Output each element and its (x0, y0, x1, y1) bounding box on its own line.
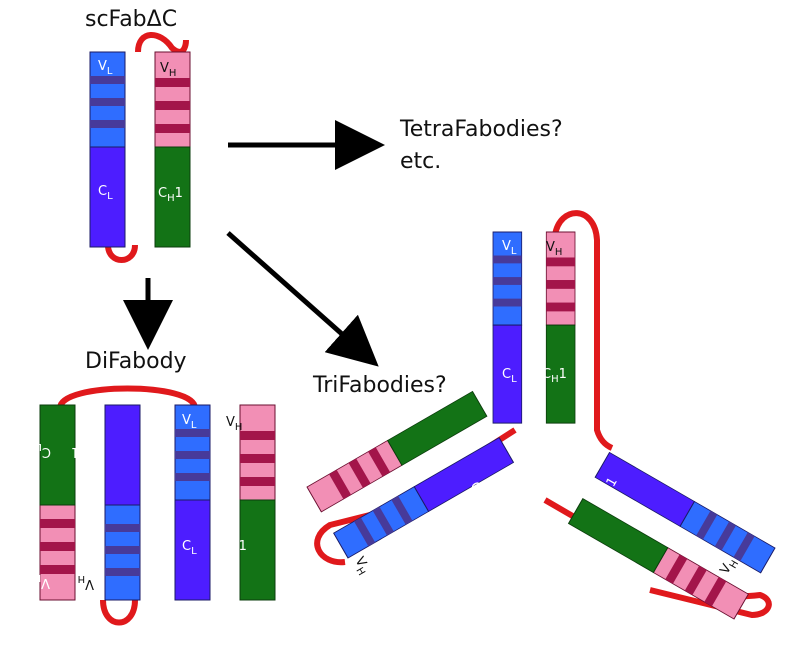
arrows (123, 120, 385, 367)
difabody-title: DiFabody (85, 349, 187, 374)
scfab-linker (135, 32, 189, 55)
trifabodies-label: TriFabodies? (312, 373, 447, 398)
trifab-right-cl-label: CL (618, 436, 641, 458)
trifab-left-vl-label: VL (369, 595, 392, 617)
trifab-left-cl-label: CL (486, 530, 509, 552)
difabody-construct: CL CH1 VL VH VL VH CL CH1 (35, 385, 276, 626)
trifabody-construct: VL VH CL CH1 CH1 CL VH VL CL CH1 VL VH (306, 210, 776, 620)
scfab-ch1-label: CH1 (158, 186, 183, 204)
scfab-title: scFabΔC (85, 7, 177, 32)
difab-right-ch1-label: CH1 (222, 539, 247, 557)
difab-left-ch1-label: CH1 (71, 441, 96, 459)
trifab-left-vh-label: VH (349, 555, 373, 578)
difab-left-vh-label: VH (78, 573, 94, 591)
trifab-right-vl-label: VL (742, 510, 765, 532)
arrow-to-trifabodies (226, 231, 379, 367)
tetrafabodies-label: TetraFabodies? (399, 117, 563, 142)
scfab-construct: VL VH CL CH1 (89, 32, 191, 263)
etc-label: etc. (400, 149, 441, 174)
trifab-top-ch1-label: CH1 (542, 367, 567, 385)
